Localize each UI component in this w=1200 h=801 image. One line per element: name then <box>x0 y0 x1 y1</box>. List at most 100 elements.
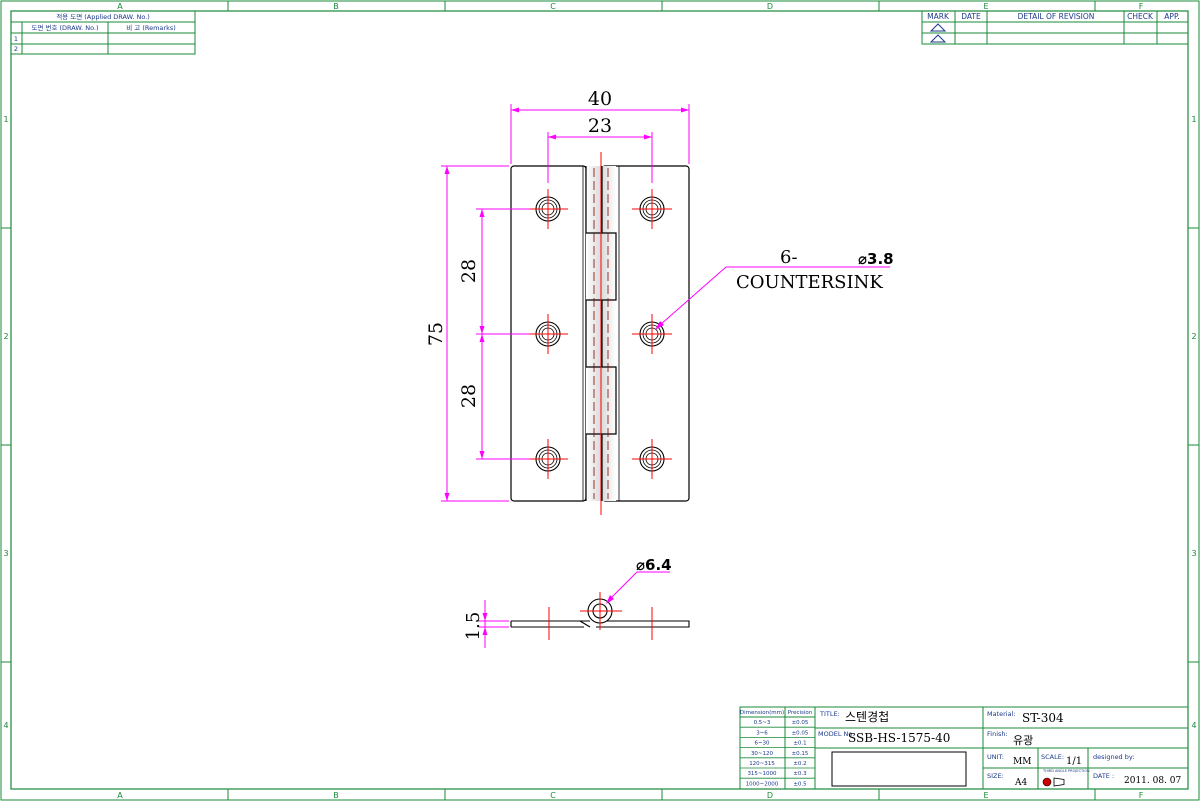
hinge-side-view: ⌀6.4 1.5 <box>463 556 690 648</box>
revision-header-app: APP. <box>1164 12 1179 21</box>
countersink-hole <box>528 439 568 479</box>
title-value: 스텐경첩 <box>845 710 889 724</box>
side-right-leaf <box>596 620 690 628</box>
unit-label: UNIT: <box>987 753 1004 761</box>
dim-overall-height: 75 <box>425 322 447 346</box>
tolerance-range: 120~315 <box>749 761 775 767</box>
countersink-hole <box>632 439 672 479</box>
zone-col-e-bottom: E <box>983 791 988 800</box>
tolerance-header-precision: Precision <box>788 710 813 716</box>
revision-table: MARK DATE DETAIL OF REVISION CHECK APP. <box>921 10 1189 45</box>
dim-pitch-upper: 28 <box>458 259 480 283</box>
zone-row-2-left: 2 <box>3 332 8 341</box>
zone-col-b-top: B <box>333 2 339 11</box>
zone-labels: A B C D E F A B C D E F 1 2 3 4 1 2 3 4 <box>3 2 1196 800</box>
revision-triangle-icon <box>929 23 947 32</box>
applied-drawing-row-2: 2 <box>14 45 18 53</box>
tolerance-range: 30~120 <box>751 751 774 757</box>
dim-pitch-lower: 28 <box>458 384 480 408</box>
countersink-hole <box>632 314 672 354</box>
size-value: A4 <box>1014 778 1027 788</box>
date-label: DATE : <box>1093 772 1114 780</box>
zone-row-3-left: 3 <box>3 549 8 558</box>
applied-drawing-title: 적용 도면 (Applied DRAW. No.) <box>56 12 150 21</box>
dim-overall-width: 40 <box>588 88 612 110</box>
callout-diameter: ⌀3.8 <box>858 250 894 268</box>
revision-header-detail: DETAIL OF REVISION <box>1018 12 1095 21</box>
applied-drawing-col-remarks: 비 고 (Remarks) <box>126 23 176 32</box>
zone-col-b-bottom: B <box>333 791 339 800</box>
zone-row-4-right: 4 <box>1191 721 1196 730</box>
revision-header-date: DATE <box>961 12 981 21</box>
tolerance-value: ±0.3 <box>793 771 807 777</box>
applied-drawing-row-1: 1 <box>14 35 18 43</box>
zone-col-c-top: C <box>550 2 556 11</box>
model-value: SSB-HS-1575-40 <box>848 731 950 745</box>
size-label: SIZE: <box>987 772 1004 780</box>
callout-note: COUNTERSINK <box>736 272 883 293</box>
dim-pin-diameter: ⌀6.4 <box>636 556 672 574</box>
hinge-front-view <box>510 152 690 515</box>
zone-row-1-right: 1 <box>1191 115 1196 124</box>
tolerance-range: 3~6 <box>756 730 768 736</box>
title-label: TITLE: <box>819 710 840 718</box>
revision-header-mark: MARK <box>927 12 950 21</box>
zone-row-4-left: 4 <box>3 721 8 730</box>
revision-triangle-icon <box>929 34 947 43</box>
tolerance-value: ±0.15 <box>792 751 809 757</box>
material-label: Material: <box>987 710 1016 718</box>
countersink-hole <box>528 189 568 229</box>
model-label: MODEL No. <box>818 730 854 738</box>
tolerance-header-dimension: Dimension(mm) <box>740 710 784 716</box>
tolerance-value: ±0.05 <box>792 720 809 726</box>
zone-row-3-right: 3 <box>1191 549 1196 558</box>
revision-header-check: CHECK <box>1127 12 1154 21</box>
zone-row-1-left: 1 <box>3 115 8 124</box>
unit-value: MM <box>1013 757 1031 767</box>
applied-drawing-col-number: 도면 번호 (DRAW. No.) <box>31 23 98 32</box>
inner-border <box>10 10 1189 790</box>
zone-col-f-top: F <box>1139 2 1144 11</box>
zone-col-e-top: E <box>983 2 988 11</box>
zone-col-a-top: A <box>117 2 123 11</box>
dim-hole-spacing: 23 <box>588 115 612 137</box>
zone-col-d-bottom: D <box>767 791 773 800</box>
tolerance-range: 315~1000 <box>747 771 777 777</box>
projection-symbol-icon <box>1042 777 1065 787</box>
countersink-hole <box>632 189 672 229</box>
hole-group <box>528 189 672 479</box>
scale-label: SCALE: <box>1041 753 1064 761</box>
tolerance-value: ±0.1 <box>793 741 806 747</box>
designed-by-label: designed by: <box>1093 753 1134 761</box>
tolerance-value: ±0.5 <box>793 781 807 787</box>
tolerance-value: ±0.2 <box>793 761 806 767</box>
countersink-hole <box>528 314 568 354</box>
title-sign-box <box>831 751 967 787</box>
tolerance-range: 0.5~3 <box>754 720 771 726</box>
tolerance-table: 0.5~3 ±0.05 3~6 ±0.05 6~30 ±0.1 30~120 ±0.15 120… <box>739 706 816 790</box>
tolerance-range: 1000~2000 <box>746 781 779 787</box>
zone-row-2-right: 2 <box>1191 332 1196 341</box>
side-left-leaf <box>511 620 590 628</box>
zone-col-a-bottom: A <box>117 791 123 800</box>
material-value: ST-304 <box>1022 711 1064 725</box>
finish-label: Finish: <box>987 730 1008 738</box>
callout-quantity: 6- <box>780 247 798 268</box>
date-value: 2011. 08. 07 <box>1124 776 1182 786</box>
zone-col-c-bottom: C <box>550 791 556 800</box>
applied-drawing-table: 적용 도면 (Applied DRAW. No.) 도면 번호 (DRAW. N… <box>10 10 196 55</box>
zone-col-d-top: D <box>767 2 773 11</box>
zone-col-f-bottom: F <box>1139 791 1144 800</box>
tolerance-rows: 0.5~3 ±0.05 3~6 ±0.05 6~30 ±0.1 30~120 ±0.15 120… <box>740 716 815 787</box>
tolerance-range: 6~30 <box>754 741 770 747</box>
tolerance-value: ±0.05 <box>792 730 809 736</box>
projection-label: THIRD ANGLE PROJECTION <box>1042 769 1090 773</box>
finish-value: 유광 <box>1013 734 1033 747</box>
dim-thickness: 1.5 <box>463 612 484 641</box>
scale-value: 1/1 <box>1066 756 1082 767</box>
front-view-dimensions <box>441 104 890 502</box>
title-block: TITLE: MODEL No. Material: Finish: UNIT:… <box>814 706 1189 790</box>
